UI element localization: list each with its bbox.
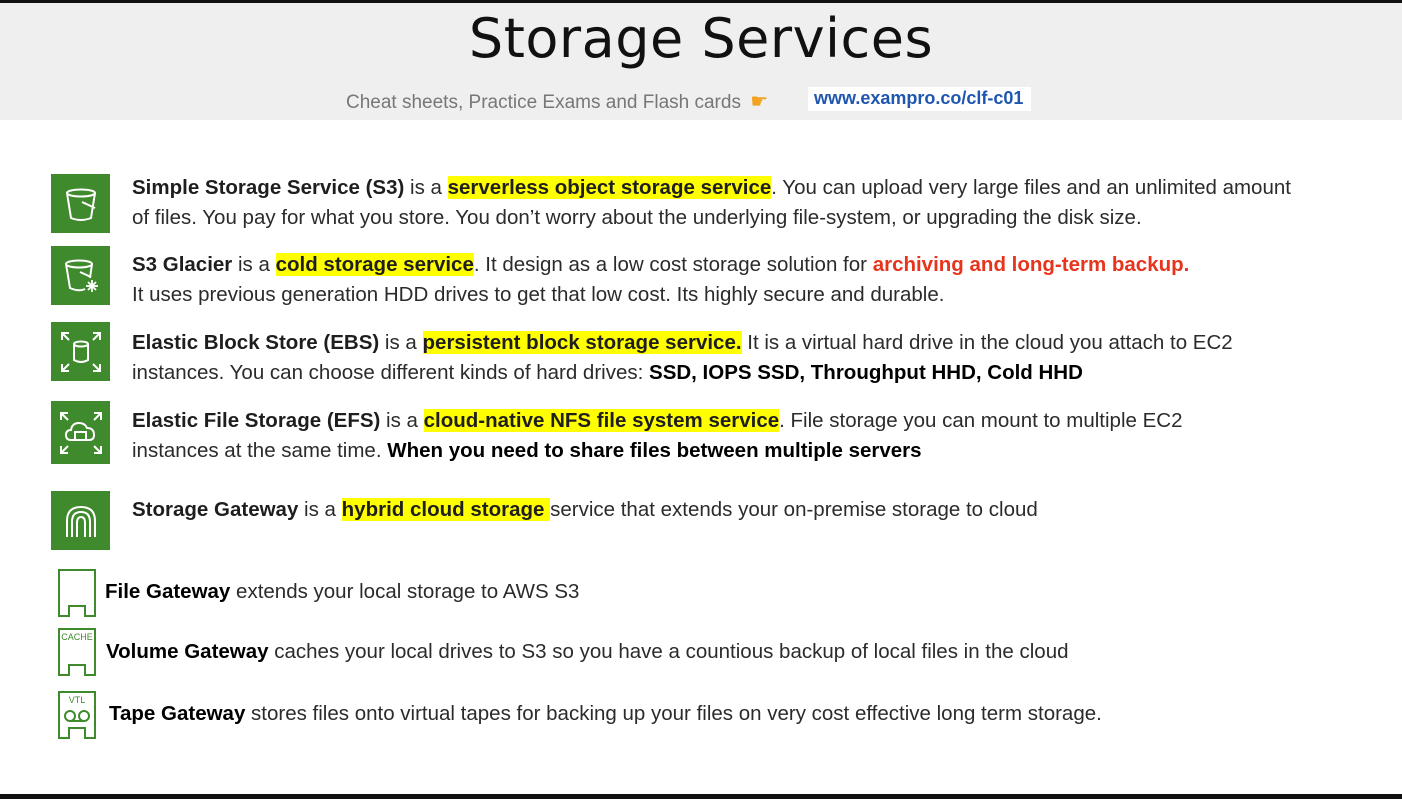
description: It is a virtual hard drive in the cloud … xyxy=(741,331,1233,354)
vtl-label: VTL xyxy=(69,695,86,705)
service-name: Storage Gateway xyxy=(132,498,299,521)
gateway-name: Volume Gateway xyxy=(106,640,269,663)
description-line2: of files. You pay for what you store. Yo… xyxy=(132,206,1142,229)
gateway-description: caches your local drives to S3 so you ha… xyxy=(268,640,1069,663)
ebs-volume-icon xyxy=(51,322,110,381)
subtitle-text: Cheat sheets, Practice Exams and Flash c… xyxy=(346,92,741,113)
slide-header: Storage Services Cheat sheets, Practice … xyxy=(0,3,1402,120)
subtitle: Cheat sheets, Practice Exams and Flash c… xyxy=(346,89,768,114)
gateway-name: Tape Gateway xyxy=(109,702,246,725)
description: service that extends your on-premise sto… xyxy=(550,498,1038,521)
service-name: Simple Storage Service (S3) xyxy=(132,176,405,199)
service-efs-text: Elastic File Storage (EFS) is a cloud-na… xyxy=(132,406,1382,466)
bottom-border xyxy=(0,794,1402,799)
efs-filesystem-icon xyxy=(51,401,110,464)
description: . You can upload very large files and an… xyxy=(771,176,1291,199)
service-storage-gateway-text: Storage Gateway is a hybrid cloud storag… xyxy=(132,495,1382,525)
glacier-bucket-icon xyxy=(51,246,110,305)
file-gateway-icon xyxy=(58,569,96,617)
volume-gateway-icon: CACHE xyxy=(58,628,96,676)
connector-text: is a xyxy=(404,176,448,199)
tape-gateway-icon: VTL xyxy=(58,691,96,739)
connector-text: is a xyxy=(380,409,424,432)
s3-bucket-icon xyxy=(51,174,110,233)
service-s3-text: Simple Storage Service (S3) is a serverl… xyxy=(132,173,1382,233)
red-emphasis: archiving and long-term backup. xyxy=(872,253,1190,276)
drive-types: SSD, IOPS SSD, Throughput HHD, Cold HHD xyxy=(649,361,1083,384)
share-emphasis: When you need to share files between mul… xyxy=(387,439,922,462)
pointing-hand-icon: ☛ xyxy=(750,91,769,113)
connector-text: is a xyxy=(379,331,423,354)
highlight: cold storage service xyxy=(275,253,474,276)
gateway-description: extends your local storage to AWS S3 xyxy=(230,580,580,603)
gateway-volume-text: Volume Gateway caches your local drives … xyxy=(106,640,1069,664)
description: . File storage you can mount to multiple… xyxy=(779,409,1183,432)
service-ebs-text: Elastic Block Store (EBS) is a persisten… xyxy=(132,328,1382,388)
service-name: S3 Glacier xyxy=(132,253,233,276)
description: . It design as a low cost storage soluti… xyxy=(473,253,873,276)
exampro-link[interactable]: www.exampro.co/clf-c01 xyxy=(808,87,1032,111)
service-glacier-text: S3 Glacier is a cold storage service. It… xyxy=(132,250,1382,310)
gateway-file-text: File Gateway extends your local storage … xyxy=(105,580,579,604)
top-border xyxy=(0,0,1402,3)
highlight: hybrid cloud storage xyxy=(341,498,551,521)
cache-label: CACHE xyxy=(61,632,93,642)
gateway-description: stores files onto virtual tapes for back… xyxy=(245,702,1102,725)
description-line2: instances at the same time. xyxy=(132,439,388,462)
connector-text: is a xyxy=(298,498,342,521)
highlight: serverless object storage service xyxy=(447,176,772,199)
description-line2: It uses previous generation HDD drives t… xyxy=(132,283,945,306)
storage-gateway-icon xyxy=(51,491,110,550)
connector-text: is a xyxy=(232,253,276,276)
page-title: Storage Services xyxy=(468,7,934,70)
highlight: cloud-native NFS file system service xyxy=(423,409,780,432)
service-name: Elastic File Storage (EFS) xyxy=(132,409,381,432)
description-line2: instances. You can choose different kind… xyxy=(132,361,650,384)
service-name: Elastic Block Store (EBS) xyxy=(132,331,380,354)
highlight: persistent block storage service. xyxy=(422,331,742,354)
gateway-tape-text: Tape Gateway stores files onto virtual t… xyxy=(109,702,1102,726)
gateway-name: File Gateway xyxy=(105,580,231,603)
